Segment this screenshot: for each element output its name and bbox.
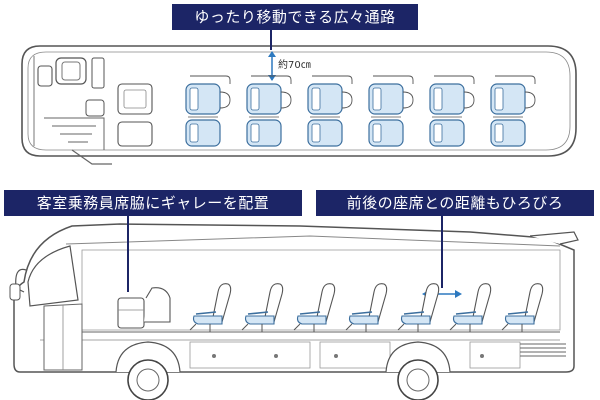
- rear-wheel: [385, 341, 451, 400]
- plan-seat: [246, 119, 282, 147]
- plan-seat: [429, 119, 465, 147]
- galley-side: [117, 287, 171, 329]
- windshield: [27, 245, 79, 307]
- side-seat: [345, 283, 388, 332]
- side-seat-row: [189, 283, 544, 332]
- plan-seat: [307, 83, 353, 115]
- side-seat: [501, 283, 544, 332]
- side-seat: [189, 283, 232, 332]
- galley-plan: [117, 83, 153, 147]
- plan-seat: [185, 83, 231, 115]
- steering-console: [37, 65, 53, 87]
- window-band: [81, 249, 561, 331]
- roof-line: [65, 235, 561, 247]
- side-seat: [449, 283, 492, 332]
- plan-seat: [185, 119, 221, 147]
- mirror-head: [9, 283, 21, 301]
- driver-seat: [55, 57, 87, 85]
- entrance-steps: [44, 117, 105, 150]
- plan-inner-outline: [27, 51, 571, 151]
- driver-area: [33, 56, 112, 165]
- plan-seat: [368, 83, 414, 115]
- front-console: [91, 57, 105, 89]
- aisle-caption-leader: [270, 28, 272, 50]
- plan-seat-row: [368, 75, 414, 147]
- plan-seat: [368, 119, 404, 147]
- plan-seat-row: [307, 75, 353, 147]
- plan-seat: [490, 119, 526, 147]
- driver-seat-back: [61, 61, 81, 81]
- luggage-bays: [189, 341, 521, 369]
- side-seat: [241, 283, 284, 332]
- front-wheel: [115, 341, 181, 400]
- rear-grille: [520, 343, 566, 357]
- plan-seat-rows: [185, 75, 536, 147]
- plan-seat: [246, 83, 292, 115]
- plan-seat-row: [185, 75, 231, 147]
- galley-caption: 客室乗務員席脇にギャレーを配置: [4, 190, 302, 216]
- side-seat: [293, 283, 336, 332]
- galley-unit-upper: [117, 83, 153, 115]
- spacing-caption: 前後の座席との距離もひろびろ: [316, 190, 594, 216]
- bus-plan-view: [21, 45, 577, 165]
- spacing-caption-leader: [441, 214, 443, 288]
- aisle-caption: ゆったり移動できる広々通路: [172, 4, 418, 30]
- crew-seat-plan: [85, 99, 105, 117]
- aisle-width-marker: [268, 51, 276, 81]
- plan-seat: [429, 83, 475, 115]
- entry-door: [71, 149, 112, 165]
- plan-seat: [307, 119, 343, 147]
- galley-unit-lower: [117, 121, 153, 147]
- rear-spoiler: [529, 231, 579, 245]
- plan-seat: [490, 83, 536, 115]
- plan-seat-row: [490, 75, 536, 147]
- galley-caption-leader: [127, 214, 129, 292]
- side-seat: [397, 283, 440, 332]
- aisle-width-label: 約70㎝: [278, 60, 311, 71]
- galley-unit-inner: [123, 89, 147, 109]
- plan-seat-row: [246, 75, 292, 147]
- plan-seat-row: [429, 75, 475, 147]
- bus-side-view: [9, 223, 579, 400]
